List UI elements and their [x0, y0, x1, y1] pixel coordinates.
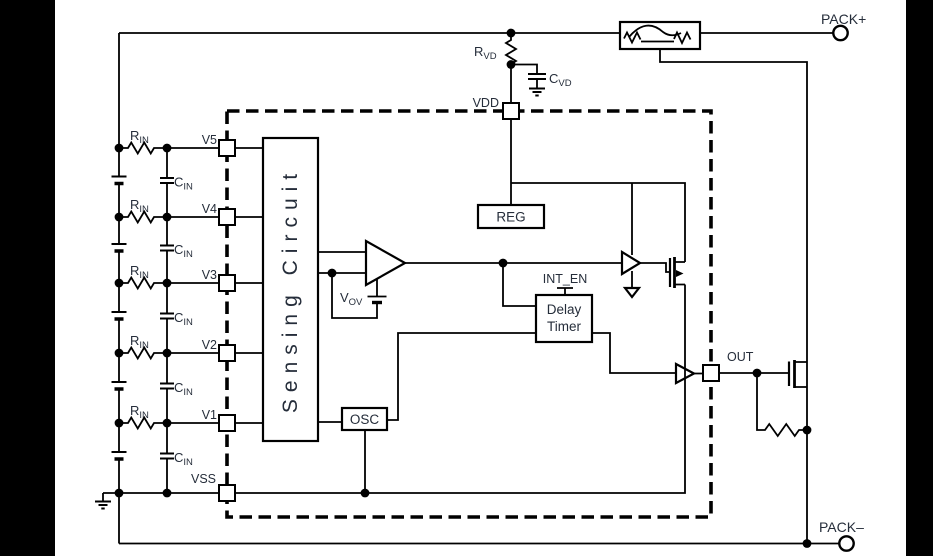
wire-int-en-stub — [557, 287, 573, 295]
paper-background — [55, 0, 906, 556]
battery-long-plates — [111, 175, 127, 453]
wire-rin-v5 — [119, 140, 219, 156]
battery-stack — [111, 175, 127, 461]
wire-pin-stubs — [235, 147, 263, 424]
wire-gate-resistor — [756, 373, 807, 438]
wire-vov-loop — [331, 273, 378, 319]
cin-label: CIN — [174, 175, 193, 193]
pin-vdd — [502, 102, 520, 120]
pack-minus-terminal — [838, 535, 855, 552]
pin-out — [702, 364, 720, 382]
comparator-triangle — [364, 239, 408, 287]
internal-mosfet-arrow — [676, 270, 684, 277]
cvd-plates — [528, 73, 546, 80]
int-en-label: INT_EN — [543, 272, 587, 286]
wire-rin-v1 — [119, 415, 219, 431]
delay-timer-label-line2: Timer — [547, 319, 581, 334]
cin-label: CIN — [174, 242, 193, 260]
internal-buffer-triangle — [620, 250, 643, 276]
pin-label-v5: V5 — [202, 133, 217, 147]
pin-v1 — [218, 414, 236, 432]
external-mosfet — [787, 360, 807, 388]
pack-plus-terminal — [832, 24, 849, 42]
fuse-body — [618, 20, 702, 51]
thermal-fuse — [618, 20, 702, 51]
reg-label: REG — [496, 210, 525, 225]
pack-plus-label: PACK+ — [821, 11, 866, 27]
pin-label-out: OUT — [727, 350, 754, 364]
pack-minus-label: PACK– — [819, 519, 864, 535]
wire-fuse-tap-right-rail — [659, 41, 808, 544]
wire-buffer-to-gate — [640, 262, 670, 273]
wire-to-delay-timer — [502, 263, 536, 307]
rin-label: RIN — [130, 333, 149, 351]
rin-label: RIN — [130, 128, 149, 146]
vov-label: VOV — [340, 290, 363, 308]
wire-rin-v2 — [119, 345, 219, 361]
wire-comparator-inputs — [318, 251, 366, 274]
vss-arrow-icon — [622, 286, 642, 299]
osc-block — [340, 406, 389, 432]
delay-timer-block — [534, 293, 594, 344]
pin-vss — [218, 484, 236, 502]
delay-timer-label-line1: Delay — [547, 302, 582, 317]
wire-cvd-branch — [511, 63, 538, 88]
external-mosfet-stubs — [794, 361, 807, 388]
wire-internal-supply — [511, 182, 686, 262]
cvd-label: CVD — [549, 71, 572, 89]
ground-icon — [95, 500, 111, 510]
junction-dots — [114, 28, 812, 548]
wire-delay-to-out — [592, 332, 676, 374]
battery-short-plates — [114, 181, 124, 461]
sensing-circuit-label: Sensing Circuit — [279, 167, 302, 413]
cin-capacitors — [160, 177, 174, 460]
ic-pins — [218, 102, 720, 502]
cin-label: CIN — [174, 310, 193, 328]
cin-label: CIN — [174, 380, 193, 398]
reg-block — [476, 203, 546, 230]
pin-label-v4: V4 — [202, 202, 217, 216]
cvd-ground-icon — [529, 87, 545, 97]
internal-mosfet — [668, 257, 685, 288]
pin-label-vss: VSS — [191, 472, 216, 486]
pin-v2 — [218, 344, 236, 362]
internal-mosfet-stubs — [674, 261, 685, 286]
comparator — [364, 239, 408, 305]
wires — [102, 32, 840, 545]
rin-label: RIN — [130, 403, 149, 421]
ic-boundary-dashed-box — [225, 109, 713, 519]
wire-rin-v3 — [119, 275, 219, 291]
pin-v5 — [218, 139, 236, 157]
wire-vss-net — [235, 284, 686, 494]
fuse-element-curve — [628, 24, 682, 38]
rin-label: RIN — [130, 197, 149, 215]
cin-plates — [160, 177, 174, 460]
rvd-label: RVD — [474, 44, 497, 62]
pin-label-v2: V2 — [202, 338, 217, 352]
pin-label-v1: V1 — [202, 408, 217, 422]
pin-v4 — [218, 208, 236, 226]
osc-label: OSC — [350, 412, 380, 427]
rin-label: RIN — [130, 263, 149, 281]
pin-label-v3: V3 — [202, 268, 217, 282]
wire-osc-to-delay — [387, 332, 536, 421]
sensing-circuit-block — [261, 136, 320, 443]
internal-buffer — [620, 250, 643, 299]
cin-label: CIN — [174, 450, 193, 468]
wire-rin-v4 — [119, 209, 219, 225]
pin-label-vdd: VDD — [473, 96, 499, 110]
cvd-capacitor — [528, 73, 546, 97]
pin-v3 — [218, 274, 236, 292]
